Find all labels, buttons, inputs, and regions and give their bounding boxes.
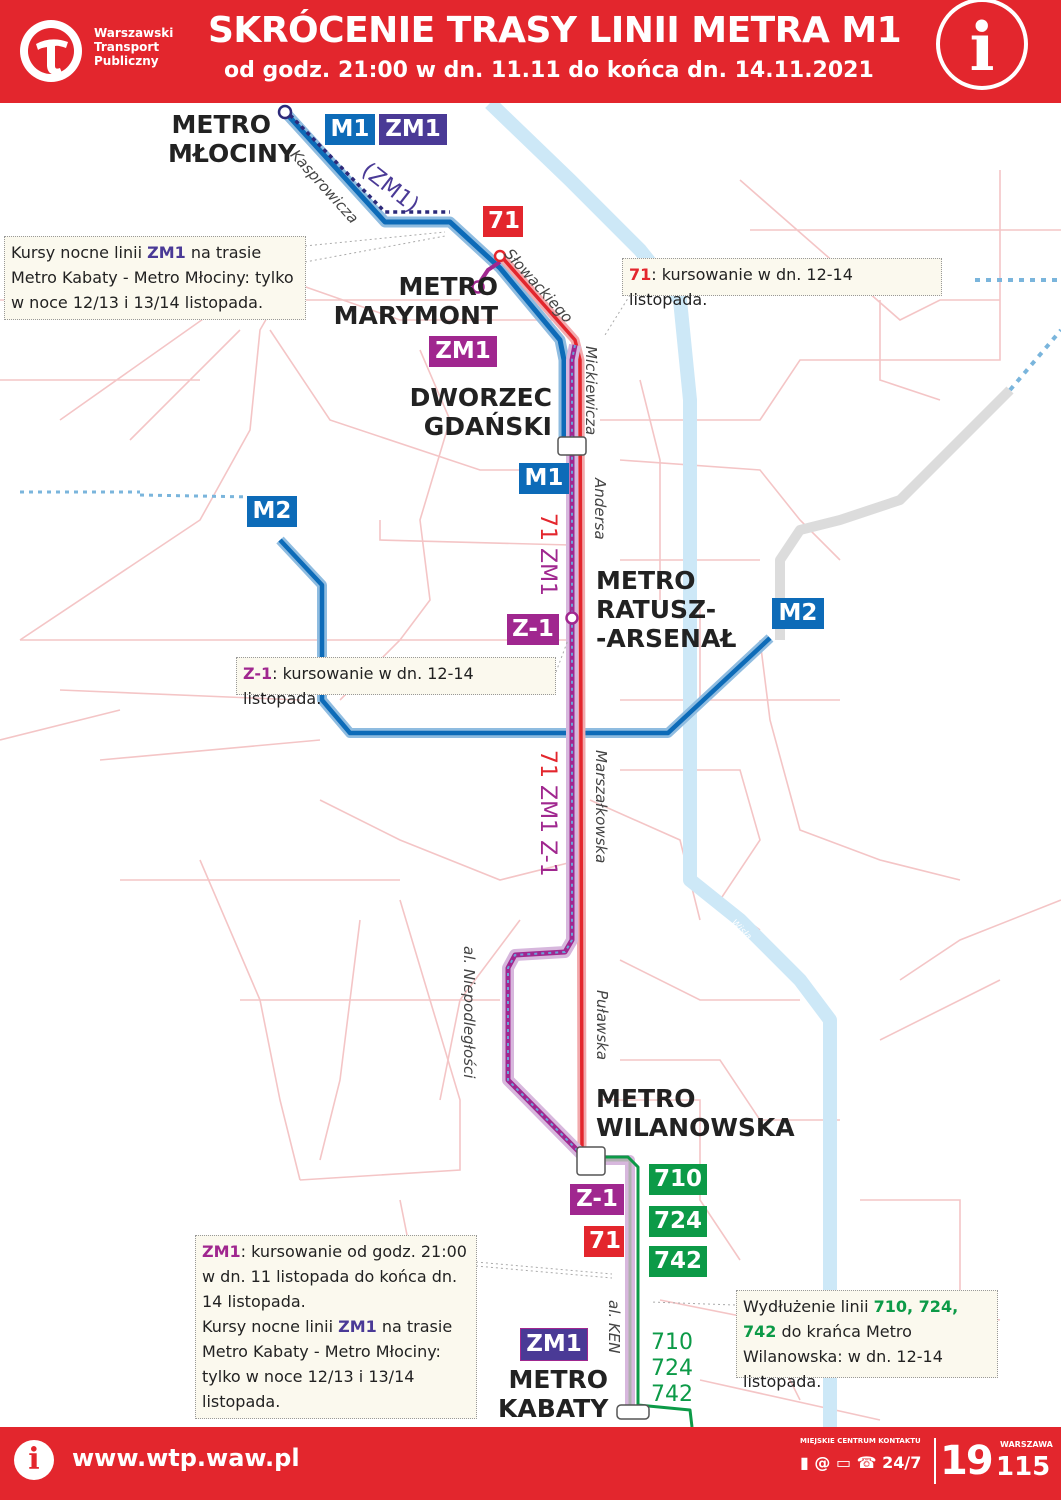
gray-line <box>775 386 1014 640</box>
badge-z1-wilanowska: Z-1 <box>570 1184 624 1215</box>
badge-724: 724 <box>649 1206 707 1237</box>
note-71: 71: kursowanie w dn. 12-14 listopada. <box>622 258 942 309</box>
note-extension: Wydłużenie linii 710, 724, 742 do krańca… <box>736 1290 998 1391</box>
footer-divider <box>934 1438 936 1484</box>
station-marker-marymont <box>471 280 485 294</box>
wtp-logo-icon <box>20 20 82 82</box>
street-marszalkowska: Marszałkowska <box>592 750 610 864</box>
contact-number-115: 115 <box>996 1452 1051 1482</box>
station-marker-mlociny <box>277 104 293 120</box>
contact-center-label: MIEJSKIE CENTRUM KONTAKTU <box>800 1437 921 1445</box>
badge-710: 710 <box>649 1164 707 1195</box>
street-pulawska: Puławska <box>593 990 611 1061</box>
contact-channels-icon: ▮ @ ▭ ☎ 24/7 <box>800 1453 922 1472</box>
badge-m2-left: M2 <box>246 495 298 528</box>
station-marker-gdanski <box>557 436 587 456</box>
page-title: SKRÓCENIE TRASY LINII METRA M1 <box>208 10 902 51</box>
badge-m2-right: M2 <box>772 598 824 629</box>
contact-city: WARSZAWA <box>1000 1440 1053 1449</box>
station-marker-ratusz <box>565 611 579 625</box>
badge-zm1-marymont: ZM1 <box>429 336 497 367</box>
street-mickiewicza: Mickiewicza <box>582 346 600 436</box>
note-zm1-top: Kursy nocne linii ZM1 na trasie Metro Ka… <box>4 236 306 320</box>
badge-m1-top: M1 <box>325 114 375 145</box>
street-andersa: Andersa <box>591 478 609 540</box>
note-z1: Z-1: kursowanie w dn. 12-14 listopada. <box>236 657 556 708</box>
footer-bar <box>0 1427 1061 1500</box>
badge-m1-gdanski: M1 <box>519 463 569 494</box>
station-marker-kabaty <box>616 1404 650 1420</box>
footer-url-link[interactable]: www.wtp.waw.pl <box>72 1444 300 1472</box>
badge-742: 742 <box>649 1246 707 1277</box>
route-label-upper: 71 ZM1 <box>535 513 560 597</box>
badge-71-wilanowska: 71 <box>584 1226 624 1257</box>
badge-71-top: 71 <box>483 206 523 237</box>
info-icon: i <box>936 0 1028 90</box>
river-wisla <box>485 103 837 1427</box>
header-bar <box>0 0 1061 103</box>
note-zm1-bottom: ZM1: kursowanie od godz. 21:00 w dn. 11 … <box>195 1235 477 1419</box>
street-grid <box>0 170 1061 1421</box>
route-label-lower: 71 ZM1 Z-1 <box>535 750 560 877</box>
street-niepodleglosci: al. Niepodległości <box>460 946 478 1079</box>
station-marker-wilanowska <box>576 1146 606 1176</box>
street-ken: al. KEN <box>605 1300 623 1354</box>
badge-zm1-kabaty: ZM1 <box>520 1328 588 1361</box>
route-map <box>0 103 1061 1427</box>
footer-info-icon: i <box>14 1440 54 1480</box>
badge-z1-ratusz: Z-1 <box>507 614 559 645</box>
badge-zm1-top: ZM1 <box>379 114 447 145</box>
page-subtitle: od godz. 21:00 w dn. 11.11 do końca dn. … <box>224 58 874 83</box>
green-line <box>598 1155 694 1427</box>
contact-number-19: 19 <box>940 1438 994 1484</box>
